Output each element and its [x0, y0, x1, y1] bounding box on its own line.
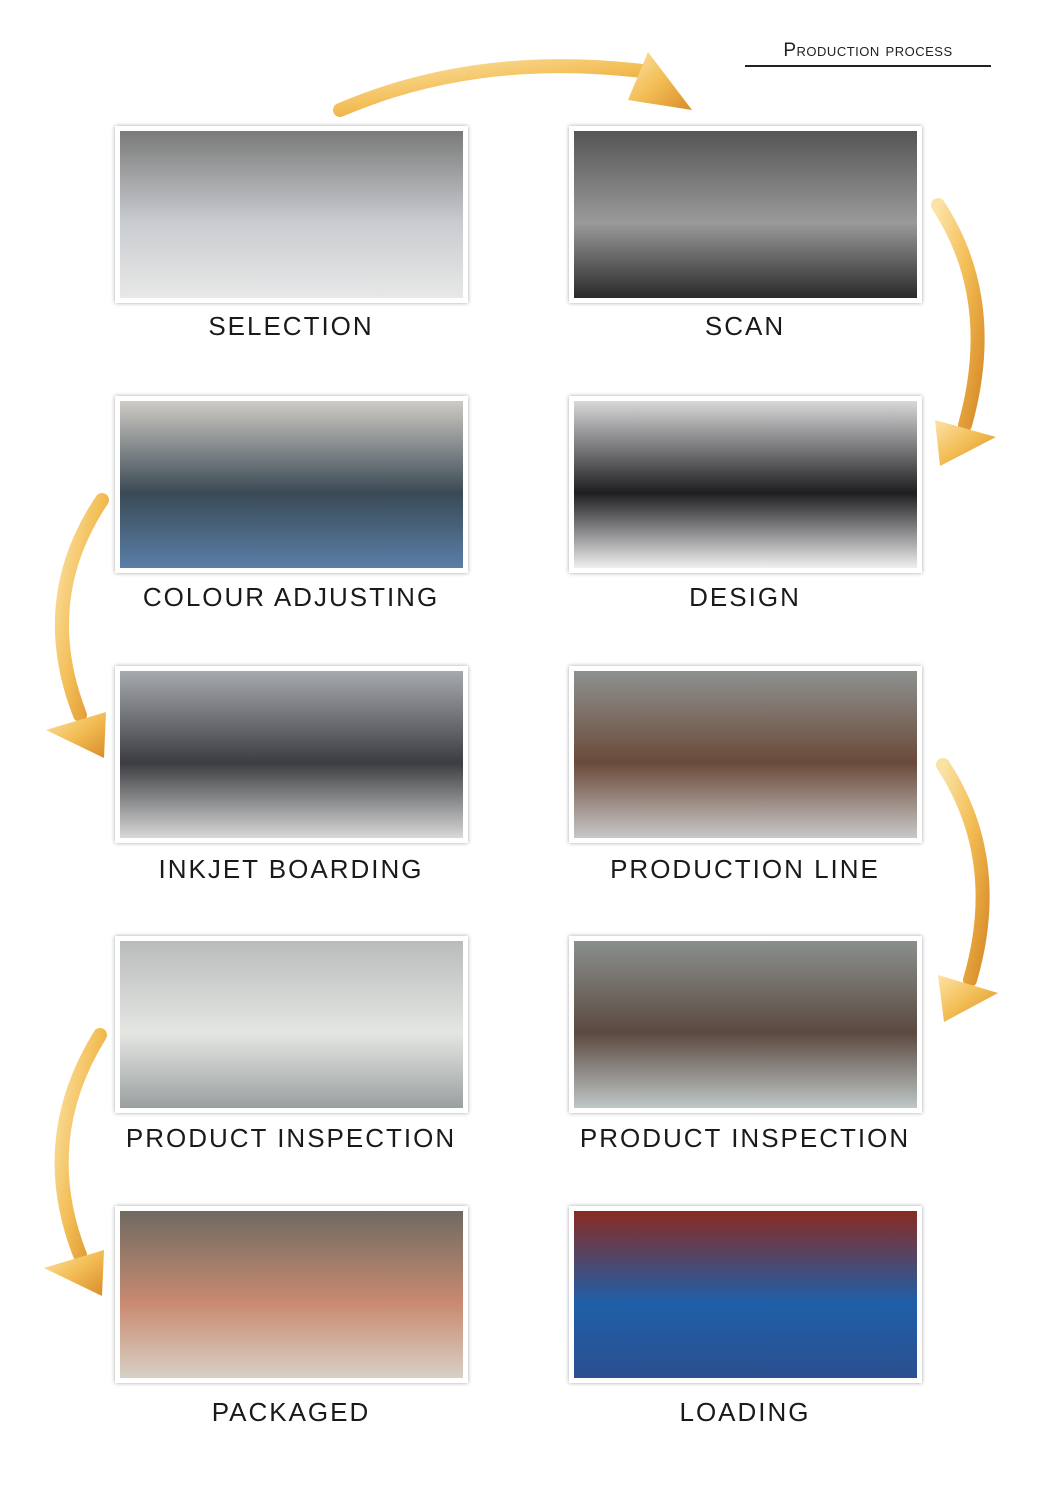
step-photo — [574, 941, 917, 1108]
arrow-icon-right-2 — [936, 758, 998, 1022]
step-label: DESIGN — [689, 582, 801, 612]
step-photo — [120, 1211, 463, 1378]
step-label: PACKAGED — [211, 1397, 371, 1427]
step-label: COLOUR ADJUSTING — [142, 582, 440, 612]
step-photo — [574, 401, 917, 568]
page-title: Production process — [745, 40, 991, 67]
step-label: PRODUCT INSPECTION — [579, 1123, 911, 1153]
step-label: INKJET BOARDING — [158, 854, 424, 884]
step-photo — [574, 671, 917, 838]
step-photo — [574, 1211, 917, 1378]
step-photo — [120, 131, 463, 298]
arrow-icon-right-1 — [931, 198, 996, 466]
step-label: PRODUCTION LINE — [610, 854, 880, 884]
arrow-icon-top — [333, 52, 692, 117]
step-photo-card — [115, 1206, 468, 1383]
step-photo-card — [569, 1206, 922, 1383]
step-photo — [120, 401, 463, 568]
step-photo — [120, 941, 463, 1108]
step-label: PRODUCT INSPECTION — [125, 1123, 457, 1153]
step-photo-card — [569, 666, 922, 843]
step-label: LOADING — [679, 1397, 811, 1427]
step-label: SCAN — [704, 311, 786, 341]
step-photo-card — [115, 666, 468, 843]
step-photo-card — [115, 396, 468, 573]
step-label: SELECTION — [208, 311, 374, 341]
step-photo-card — [569, 126, 922, 303]
arrow-icon-left-1 — [46, 493, 109, 758]
step-photo — [120, 671, 463, 838]
step-photo — [574, 131, 917, 298]
step-photo-card — [115, 936, 468, 1113]
step-photo-card — [569, 936, 922, 1113]
arrow-icon-left-2 — [44, 1028, 107, 1296]
step-photo-card — [115, 126, 468, 303]
step-photo-card — [569, 396, 922, 573]
